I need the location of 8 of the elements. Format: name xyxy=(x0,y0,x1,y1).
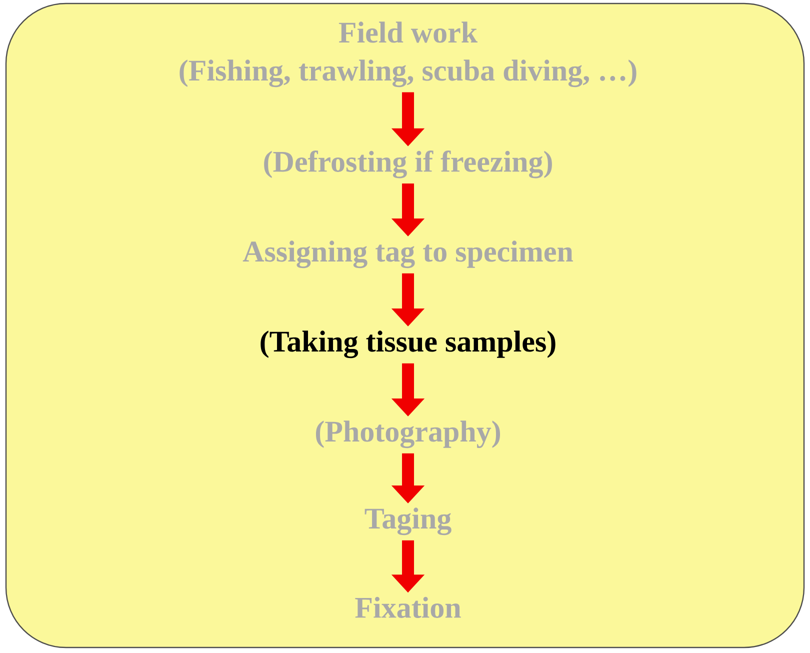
rounded-panel xyxy=(5,2,805,648)
step-text: Taging xyxy=(364,508,452,536)
step-text: (Taking tissue samples) xyxy=(260,330,556,358)
step-text: Assigning tag to specimen xyxy=(242,240,573,268)
step-text: (Photography) xyxy=(316,420,500,448)
step-text: Field work (Fishing, trawling, scuba diving, …) xyxy=(180,22,636,88)
step-text: Fixation xyxy=(355,596,461,618)
step-text: (Defrosting if freezing) xyxy=(264,150,552,178)
